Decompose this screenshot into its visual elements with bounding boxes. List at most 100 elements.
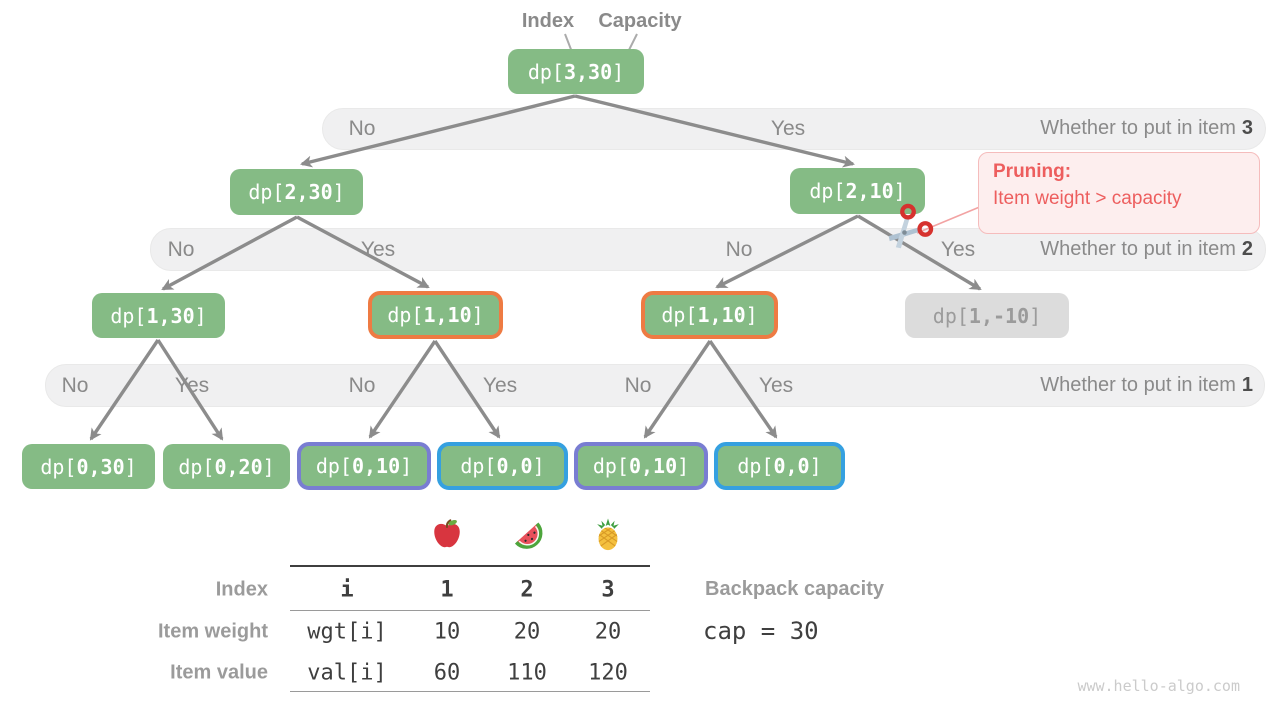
table-cell: val[i] (307, 660, 387, 686)
question-text: Whether to put in item (1040, 117, 1236, 139)
node-text: ] (262, 454, 275, 479)
node-text: dp[ (178, 454, 215, 479)
node-text: dp[ (527, 59, 564, 84)
index-axis-label: Index (521, 10, 575, 32)
table-cell: 2 (520, 577, 534, 603)
decision-label: Yes (482, 374, 518, 397)
decision-label: No (167, 238, 195, 261)
node-args: 0,30 (76, 454, 125, 479)
watermark: www.hello-algo.com (1077, 677, 1240, 695)
decision-label: Yes (770, 117, 806, 140)
node-text: dp[ (110, 303, 147, 328)
node-args: 2,10 (845, 179, 894, 203)
table-cell: 20 (594, 619, 622, 645)
table-cell: 3 (601, 577, 615, 603)
node-args: 3,30 (563, 59, 613, 84)
table-cell: 20 (513, 619, 541, 645)
pruning-reason: Item weight > capacity (993, 188, 1182, 209)
node-args: 0,10 (351, 454, 401, 478)
pruning-colon: : (1064, 161, 1072, 182)
decision-band-item-2 (150, 228, 1266, 271)
node-args: 1,-10 (968, 303, 1030, 328)
node-text: ] (809, 454, 822, 478)
node-dp-3-30: dp[3,30] (508, 49, 644, 94)
decision-label: No (348, 374, 376, 397)
node-args: 0,10 (628, 454, 678, 478)
node-dp-0-10-highlighted: dp[0,10] (297, 442, 431, 490)
node-dp-2-30: dp[2,30] (230, 169, 363, 215)
node-text: dp[ (809, 179, 846, 203)
node-text: ] (1029, 303, 1042, 328)
table-row-label-weight: Item weight (157, 620, 268, 643)
node-text: dp[ (315, 454, 352, 478)
node-text: dp[ (387, 303, 424, 327)
node-text: dp[ (737, 454, 774, 478)
pineapple-icon (591, 518, 625, 557)
node-text: dp[ (592, 454, 629, 478)
node-text: ] (400, 454, 413, 478)
question-text: Whether to put in item (1040, 238, 1236, 260)
backpack-capacity-label: Backpack capacity (705, 578, 885, 600)
node-dp-1-10-highlighted: dp[1,10] (368, 291, 503, 339)
node-dp-0-10-highlighted: dp[0,10] (574, 442, 708, 490)
node-text: dp[ (248, 180, 285, 204)
table-cell: wgt[i] (307, 619, 387, 645)
node-args: 1,10 (423, 303, 472, 327)
node-text: ] (332, 180, 345, 204)
table-rule-top (290, 565, 650, 567)
node-text: dp[ (40, 454, 77, 479)
node-text: ] (124, 454, 137, 479)
capacity-axis-label: Capacity (598, 10, 682, 32)
node-text: dp[ (932, 303, 969, 328)
pruning-callout: Pruning: Item weight > capacity (978, 152, 1260, 234)
table-cell: 120 (588, 660, 628, 686)
node-text: ] (471, 303, 484, 327)
table-row-label-index: Index (215, 578, 268, 601)
question-text: Whether to put in item (1040, 374, 1236, 396)
node-text: ] (194, 303, 207, 328)
node-dp-0-20: dp[0,20] (163, 444, 290, 489)
decision-label: Yes (758, 374, 794, 397)
decision-label: No (624, 374, 652, 397)
node-text: ] (677, 454, 690, 478)
decision-band-item-3 (322, 108, 1266, 150)
node-dp-0-30: dp[0,30] (22, 444, 155, 489)
table-cell: i (340, 577, 354, 603)
backpack-capacity-value: cap = 30 (703, 617, 819, 645)
decision-label: No (725, 238, 753, 261)
question-item-number: 1 (1241, 374, 1253, 396)
decision-label: No (61, 374, 89, 397)
node-dp-1-neg10-pruned: dp[1,-10] (905, 293, 1069, 338)
node-args: 1,30 (146, 303, 195, 328)
decision-label: Yes (940, 238, 976, 261)
table-rule-bottom (290, 691, 650, 692)
scissors-icon (888, 203, 934, 249)
node-text: dp[ (661, 303, 698, 327)
table-rule-middle (290, 610, 650, 611)
node-dp-1-10-highlighted: dp[1,10] (641, 291, 778, 339)
node-text: ] (893, 179, 906, 203)
node-args: 0,20 (214, 454, 263, 479)
table-cell: 1 (440, 577, 454, 603)
node-args: 2,30 (284, 180, 333, 204)
pruning-title-text: Pruning (993, 161, 1065, 182)
pruning-title: Pruning: (993, 161, 1245, 183)
node-dp-1-30: dp[1,30] (92, 293, 225, 338)
node-args: 1,10 (697, 303, 746, 327)
node-args: 0,0 (496, 454, 533, 478)
table-cell: 60 (433, 660, 461, 686)
node-text: ] (745, 303, 758, 327)
decision-label: No (348, 117, 376, 140)
node-text: ] (532, 454, 545, 478)
node-dp-0-0-highlighted: dp[0,0] (437, 442, 568, 490)
apple-icon (430, 518, 464, 557)
node-dp-0-0-highlighted: dp[0,0] (714, 442, 845, 490)
node-text: ] (612, 59, 625, 84)
table-row-label-value: Item value (170, 661, 268, 684)
question-item-number: 2 (1241, 238, 1253, 260)
